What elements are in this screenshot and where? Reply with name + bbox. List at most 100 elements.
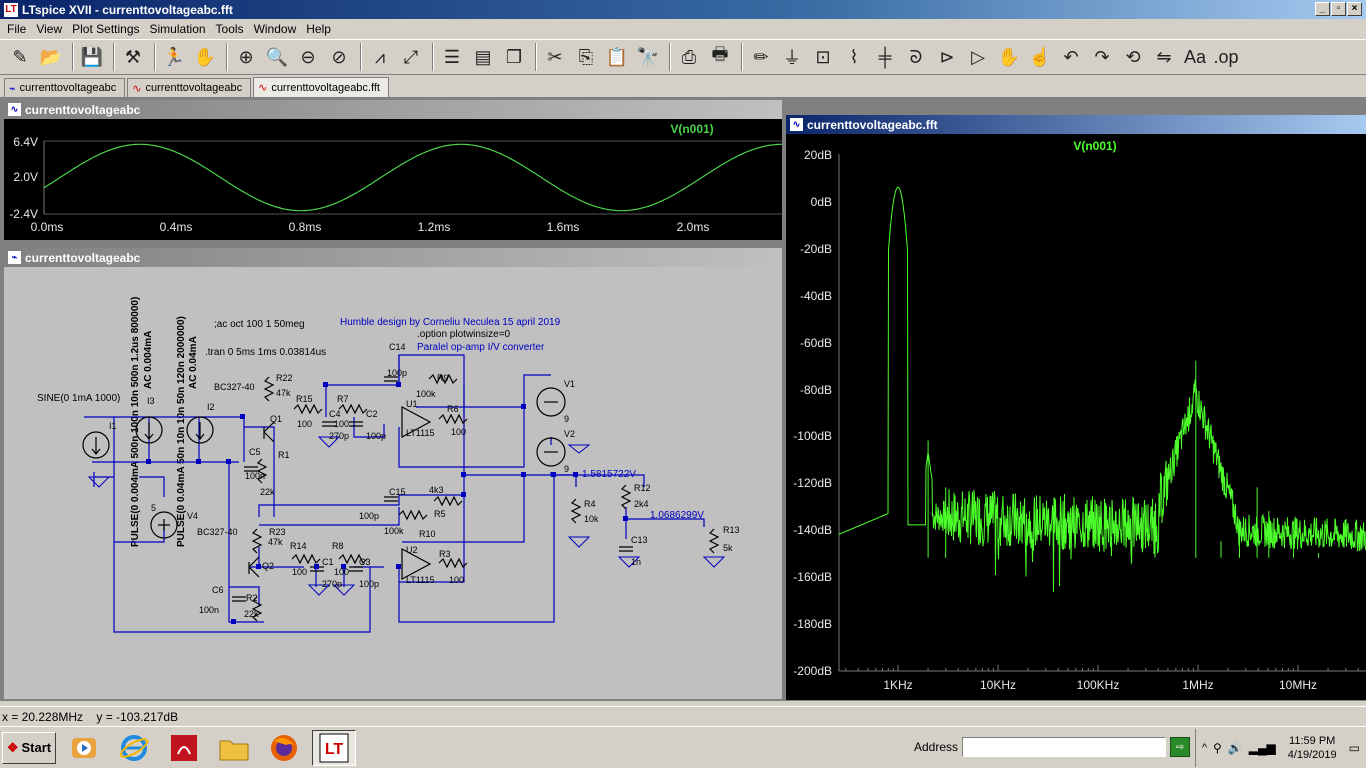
svg-text:R7: R7 xyxy=(337,394,349,404)
window-titlebar[interactable]: LT LTspice XVII - currenttovoltageabc.ff… xyxy=(0,0,1366,19)
schematic-window-titlebar[interactable]: ⌁ currenttovoltageabc xyxy=(4,248,782,267)
copy-icon[interactable]: ⎘ xyxy=(578,46,594,67)
transient-plot[interactable]: V(n001) 6.4V 2.0V -2.4V 0.0ms 0.4ms 0.8m… xyxy=(4,119,782,240)
redo-icon[interactable]: ↷ xyxy=(1094,46,1110,67)
fft-plot[interactable]: V(n001) 20dB 0dB -20dB -40dB -60dB -80dB… xyxy=(786,134,1366,700)
svg-text:100: 100 xyxy=(451,427,466,437)
svg-text:R6: R6 xyxy=(447,404,459,414)
start-button[interactable]: ❖Start xyxy=(2,731,56,764)
fft-window-title: currenttovoltageabc.fft xyxy=(807,117,938,132)
move-icon[interactable]: ✋ xyxy=(997,46,1021,67)
save-icon[interactable]: 💾 xyxy=(80,46,104,67)
design-comment: Humble design by Corneliu Neculea 15 apr… xyxy=(340,317,561,328)
schematic-canvas[interactable]: Humble design by Corneliu Neculea 15 apr… xyxy=(4,267,782,699)
firefox-icon[interactable] xyxy=(262,730,306,766)
svg-text:4k3: 4k3 xyxy=(429,485,444,495)
minimize-button[interactable]: _ xyxy=(1315,2,1330,16)
text-icon[interactable]: Aa xyxy=(1183,46,1207,67)
cursor-coordinates: x = 20.228MHz y = -103.217dB xyxy=(2,709,179,724)
tab-fft[interactable]: ∿currenttovoltageabc.fft xyxy=(253,77,389,97)
cut-icon[interactable]: ✂ xyxy=(547,46,563,67)
svg-text:C2: C2 xyxy=(366,409,378,419)
print-setup-icon[interactable]: 🖶 xyxy=(711,44,729,64)
find-icon[interactable]: 🔭 xyxy=(636,46,660,67)
go-button[interactable]: ⇨ xyxy=(1170,737,1191,757)
action-center-icon[interactable]: ▭ xyxy=(1348,741,1360,755)
halt-icon[interactable]: ✋ xyxy=(193,46,217,67)
drag-icon[interactable]: ☝ xyxy=(1028,46,1052,67)
media-player-icon[interactable] xyxy=(62,730,106,766)
new-schematic-icon[interactable]: ✎ xyxy=(12,46,28,67)
pdf-reader-icon[interactable] xyxy=(162,730,206,766)
ground-icon[interactable]: ⏚ xyxy=(783,48,801,68)
address-input[interactable] xyxy=(962,737,1167,757)
close-button[interactable]: × xyxy=(1347,2,1362,16)
pulse2-label: PULSE(0 0.04mA 50n 10n 10n 50n 120n 2000… xyxy=(176,316,187,547)
paste-icon[interactable]: 📋 xyxy=(605,46,629,67)
component-icon[interactable]: ▷ xyxy=(971,46,985,67)
xtick-label: 100KHz xyxy=(1077,678,1120,692)
tab-waveform[interactable]: ∿currenttovoltageabc xyxy=(127,78,252,97)
tile-vertical-icon[interactable]: ▤ xyxy=(474,46,492,67)
clock[interactable]: 11:59 PM 4/19/2019 xyxy=(1287,735,1337,761)
label-net-icon[interactable]: ⊡ xyxy=(815,46,831,67)
waveform-icon: ∿ xyxy=(258,82,268,94)
draw-wire-icon[interactable]: ✏ xyxy=(753,46,769,67)
zoom-cancel-icon[interactable]: ⊘ xyxy=(331,46,347,67)
open-icon[interactable]: 📂 xyxy=(39,46,63,67)
signal-icon[interactable]: ▂▄▆ xyxy=(1248,741,1276,755)
autorange-icon[interactable]: ⩘ xyxy=(374,46,386,67)
ytick-label: -2.4V xyxy=(9,207,38,221)
file-explorer-icon[interactable] xyxy=(212,730,256,766)
print-icon[interactable]: ⎙ xyxy=(681,46,697,67)
run-icon[interactable]: 🏃 xyxy=(162,46,186,67)
menu-file[interactable]: File xyxy=(7,22,27,36)
svg-text:I1: I1 xyxy=(109,421,117,431)
volume-icon[interactable]: 🔊 xyxy=(1227,741,1243,755)
schematic-wires xyxy=(84,354,705,633)
tile-horizontal-icon[interactable]: ☰ xyxy=(443,46,461,67)
svg-text:LT1115: LT1115 xyxy=(406,428,435,438)
zoom-in-icon[interactable]: ⊕ xyxy=(238,46,254,67)
menu-plot-settings[interactable]: Plot Settings xyxy=(72,22,140,36)
svg-text:47k: 47k xyxy=(268,537,283,547)
mirror-icon[interactable]: ⇋ xyxy=(1156,46,1172,67)
zoom-full-icon[interactable]: 🔍 xyxy=(265,46,289,67)
undo-icon[interactable]: ↶ xyxy=(1063,46,1079,67)
svg-text:LT: LT xyxy=(325,741,344,758)
network-icon[interactable]: ⚲ xyxy=(1213,741,1222,755)
fft-chart: V(n001) 20dB 0dB -20dB -40dB -60dB -80dB… xyxy=(793,139,1366,692)
rotate-icon[interactable]: ⟲ xyxy=(1125,46,1141,67)
ytick-label: -100dB xyxy=(793,429,832,443)
xtick-label: 1MHz xyxy=(1182,678,1213,692)
ltspice-icon[interactable]: LT xyxy=(312,729,356,766)
document-tabs: ⌁currenttovoltageabc ∿currenttovoltageab… xyxy=(0,77,1366,97)
xtick-label: 1.6ms xyxy=(547,220,580,234)
diode-icon[interactable]: ⊳ xyxy=(939,46,955,67)
zoom-out-icon[interactable]: ⊖ xyxy=(300,46,316,67)
resistor-icon[interactable]: ⌇ xyxy=(849,46,859,67)
tab-schematic[interactable]: ⌁currenttovoltageabc xyxy=(4,78,126,97)
control-panel-icon[interactable]: ⚒ xyxy=(124,46,142,67)
tab-label: currenttovoltageabc xyxy=(19,82,117,94)
svg-text:LT1115: LT1115 xyxy=(406,575,435,585)
menu-simulation[interactable]: Simulation xyxy=(149,22,206,36)
fft-window-titlebar[interactable]: ∿ currenttovoltageabc.fft xyxy=(786,115,1366,134)
menu-help[interactable]: Help xyxy=(306,22,331,36)
pulse1-label: PULSE(0 0.004mA 500n 100n 10n 500n 1.2us… xyxy=(130,297,141,547)
menu-view[interactable]: View xyxy=(36,22,63,36)
svg-text:C13: C13 xyxy=(631,535,648,545)
tray-expand-icon[interactable]: ^ xyxy=(1201,742,1207,754)
cascade-icon[interactable]: ❐ xyxy=(505,46,523,67)
restore-button[interactable]: ▫ xyxy=(1331,2,1346,16)
internet-explorer-icon[interactable] xyxy=(112,730,156,766)
capacitor-icon[interactable]: ╪ xyxy=(878,46,892,67)
transient-window-titlebar[interactable]: ∿ currenttovoltageabc xyxy=(4,100,782,119)
svg-text:100: 100 xyxy=(334,419,349,429)
menu-tools[interactable]: Tools xyxy=(215,22,244,36)
pan-icon[interactable]: ⤢ xyxy=(403,46,419,67)
menu-window[interactable]: Window xyxy=(253,22,297,36)
inductor-icon[interactable]: ᘐ xyxy=(909,46,923,67)
spice-directive-icon[interactable]: .op xyxy=(1213,46,1239,67)
